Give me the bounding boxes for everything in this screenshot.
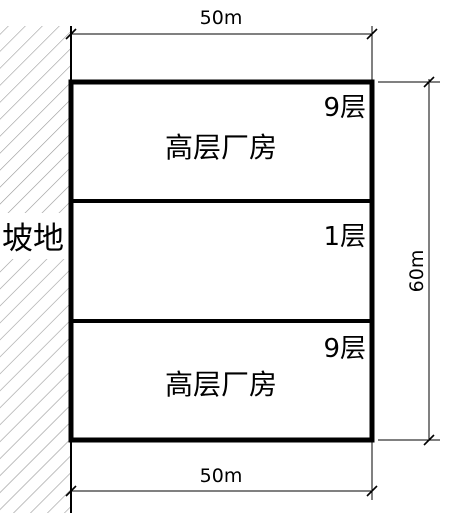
building-name-label: 高层厂房 xyxy=(165,131,277,164)
section-top: 9层 高层厂房 xyxy=(165,93,366,164)
building-outline xyxy=(68,79,375,443)
section-bottom: 9层 高层厂房 xyxy=(165,334,366,401)
floor-count-label: 9层 xyxy=(323,93,366,123)
top-dimension: 50m xyxy=(65,7,378,84)
right-dimension-label: 60m xyxy=(406,250,428,293)
right-dimension: 60m xyxy=(378,76,440,446)
bottom-dimension-label: 50m xyxy=(200,465,243,487)
top-dimension-label: 50m xyxy=(200,7,243,29)
slope-hatch xyxy=(0,26,71,513)
building-name-label: 高层厂房 xyxy=(165,368,277,401)
floor-count-label: 9层 xyxy=(323,334,366,364)
section-middle: 1层 xyxy=(323,222,366,252)
bottom-dimension: 50m xyxy=(65,442,378,500)
slope-label: 坡地 xyxy=(2,221,64,257)
floor-count-label: 1层 xyxy=(323,222,366,252)
slope-label-bg xyxy=(0,213,70,259)
